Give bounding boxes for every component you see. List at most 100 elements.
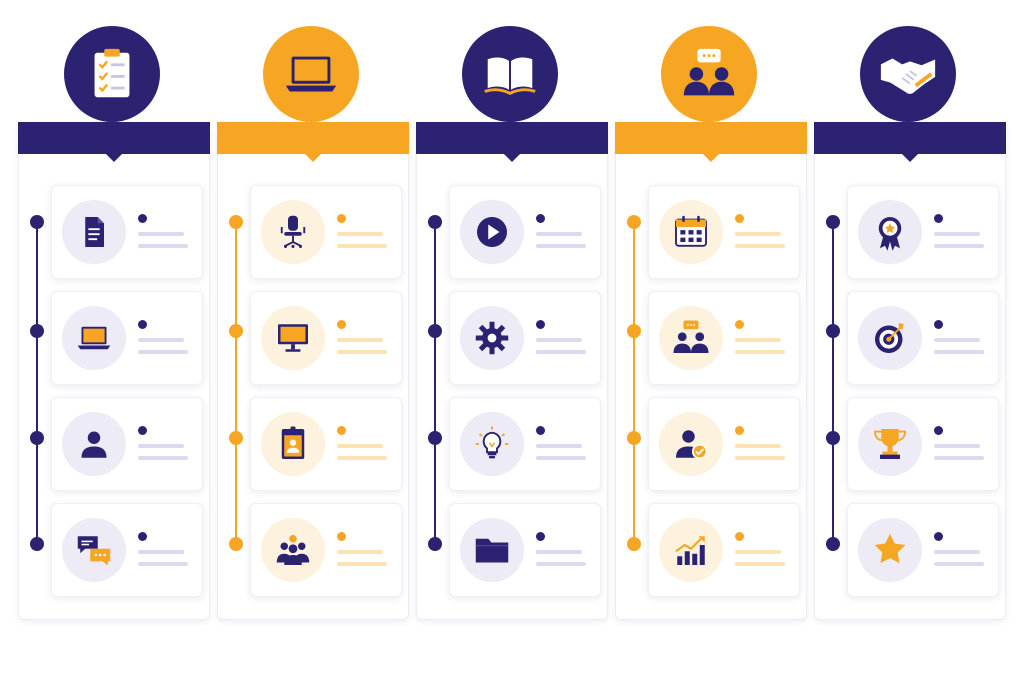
column-header-bar [18, 122, 210, 154]
handshake-icon [880, 58, 936, 94]
text-placeholder-line [735, 456, 785, 460]
timeline-dot [826, 537, 840, 551]
step-card [449, 291, 601, 385]
laptop-icon [77, 326, 111, 350]
timeline-dot [428, 324, 442, 338]
step-icon-badge [62, 306, 126, 370]
step-icon-badge [858, 412, 922, 476]
timeline-dot [229, 537, 243, 551]
text-placeholder-dot [337, 532, 346, 541]
column-header-badge [64, 26, 160, 122]
timeline-dot [627, 324, 641, 338]
open-book-icon [484, 55, 536, 95]
text-placeholder-line [934, 562, 984, 566]
play-button-icon [477, 217, 507, 247]
text-placeholder-line [934, 244, 984, 248]
text-placeholder-line [536, 550, 582, 554]
step-card [449, 503, 601, 597]
step-icon-badge [460, 200, 524, 264]
trophy-icon [874, 429, 906, 459]
text-placeholder-line [934, 444, 980, 448]
text-placeholder-dot [934, 214, 943, 223]
column-header-badge [263, 26, 359, 122]
process-column [217, 0, 409, 620]
lightbulb-icon [475, 426, 509, 459]
timeline-dot [428, 537, 442, 551]
document-icon [85, 217, 104, 247]
step-card [648, 397, 800, 491]
text-placeholder-dot [138, 320, 147, 329]
text-placeholder-line [536, 444, 582, 448]
step-card [847, 503, 999, 597]
office-chair-icon [280, 215, 306, 248]
step-icon-badge [858, 306, 922, 370]
timeline-line [36, 222, 38, 545]
step-card [449, 397, 601, 491]
timeline-dot [428, 431, 442, 445]
text-placeholder-line [337, 456, 387, 460]
calendar-icon [675, 215, 707, 247]
gear-icon [475, 321, 509, 355]
column-header-pointer [701, 152, 721, 162]
timeline-dot [627, 537, 641, 551]
column-header-pointer [303, 152, 323, 162]
text-placeholder-line [337, 244, 387, 248]
text-placeholder-dot [934, 532, 943, 541]
text-placeholder-dot [138, 214, 147, 223]
text-placeholder-line [138, 244, 188, 248]
timeline-dot [826, 431, 840, 445]
step-card [648, 291, 800, 385]
step-card [847, 185, 999, 279]
text-placeholder-dot [536, 320, 545, 329]
text-placeholder-line [536, 350, 586, 354]
monitor-icon [278, 324, 308, 352]
timeline-dot [229, 324, 243, 338]
team-group-icon [276, 535, 310, 565]
text-placeholder-line [735, 350, 785, 354]
text-placeholder-dot [337, 426, 346, 435]
column-header-bar [814, 122, 1006, 154]
id-badge-icon [281, 426, 305, 459]
text-placeholder-dot [536, 426, 545, 435]
chat-bubbles-icon [77, 536, 111, 566]
text-placeholder-dot [138, 532, 147, 541]
step-card [51, 291, 203, 385]
text-placeholder-dot [138, 426, 147, 435]
column-header-bar [615, 122, 807, 154]
step-card [648, 503, 800, 597]
timeline-dot [428, 215, 442, 229]
column-header-pointer [900, 152, 920, 162]
timeline-line [633, 222, 635, 545]
text-placeholder-line [536, 244, 586, 248]
text-placeholder-line [337, 350, 387, 354]
column-header-bar [416, 122, 608, 154]
step-card [51, 185, 203, 279]
step-card [847, 397, 999, 491]
text-placeholder-dot [934, 426, 943, 435]
step-card [250, 397, 402, 491]
text-placeholder-dot [934, 320, 943, 329]
target-icon [875, 323, 904, 353]
timeline-dot [30, 537, 44, 551]
clipboard-checklist-icon [94, 48, 130, 98]
text-placeholder-line [138, 232, 184, 236]
meeting-people-icon [673, 320, 709, 353]
text-placeholder-line [138, 350, 188, 354]
step-card [250, 291, 402, 385]
timeline-dot [826, 324, 840, 338]
text-placeholder-line [536, 456, 586, 460]
text-placeholder-line [934, 456, 984, 460]
column-header-badge [860, 26, 956, 122]
timeline-dot [30, 215, 44, 229]
step-icon-badge [62, 200, 126, 264]
text-placeholder-dot [735, 426, 744, 435]
text-placeholder-line [735, 232, 781, 236]
text-placeholder-line [536, 562, 586, 566]
step-icon-badge [858, 518, 922, 582]
step-icon-badge [659, 518, 723, 582]
discussion-people-icon [683, 48, 735, 96]
text-placeholder-line [138, 338, 184, 342]
step-icon-badge [460, 306, 524, 370]
step-card [250, 185, 402, 279]
text-placeholder-line [337, 338, 383, 342]
